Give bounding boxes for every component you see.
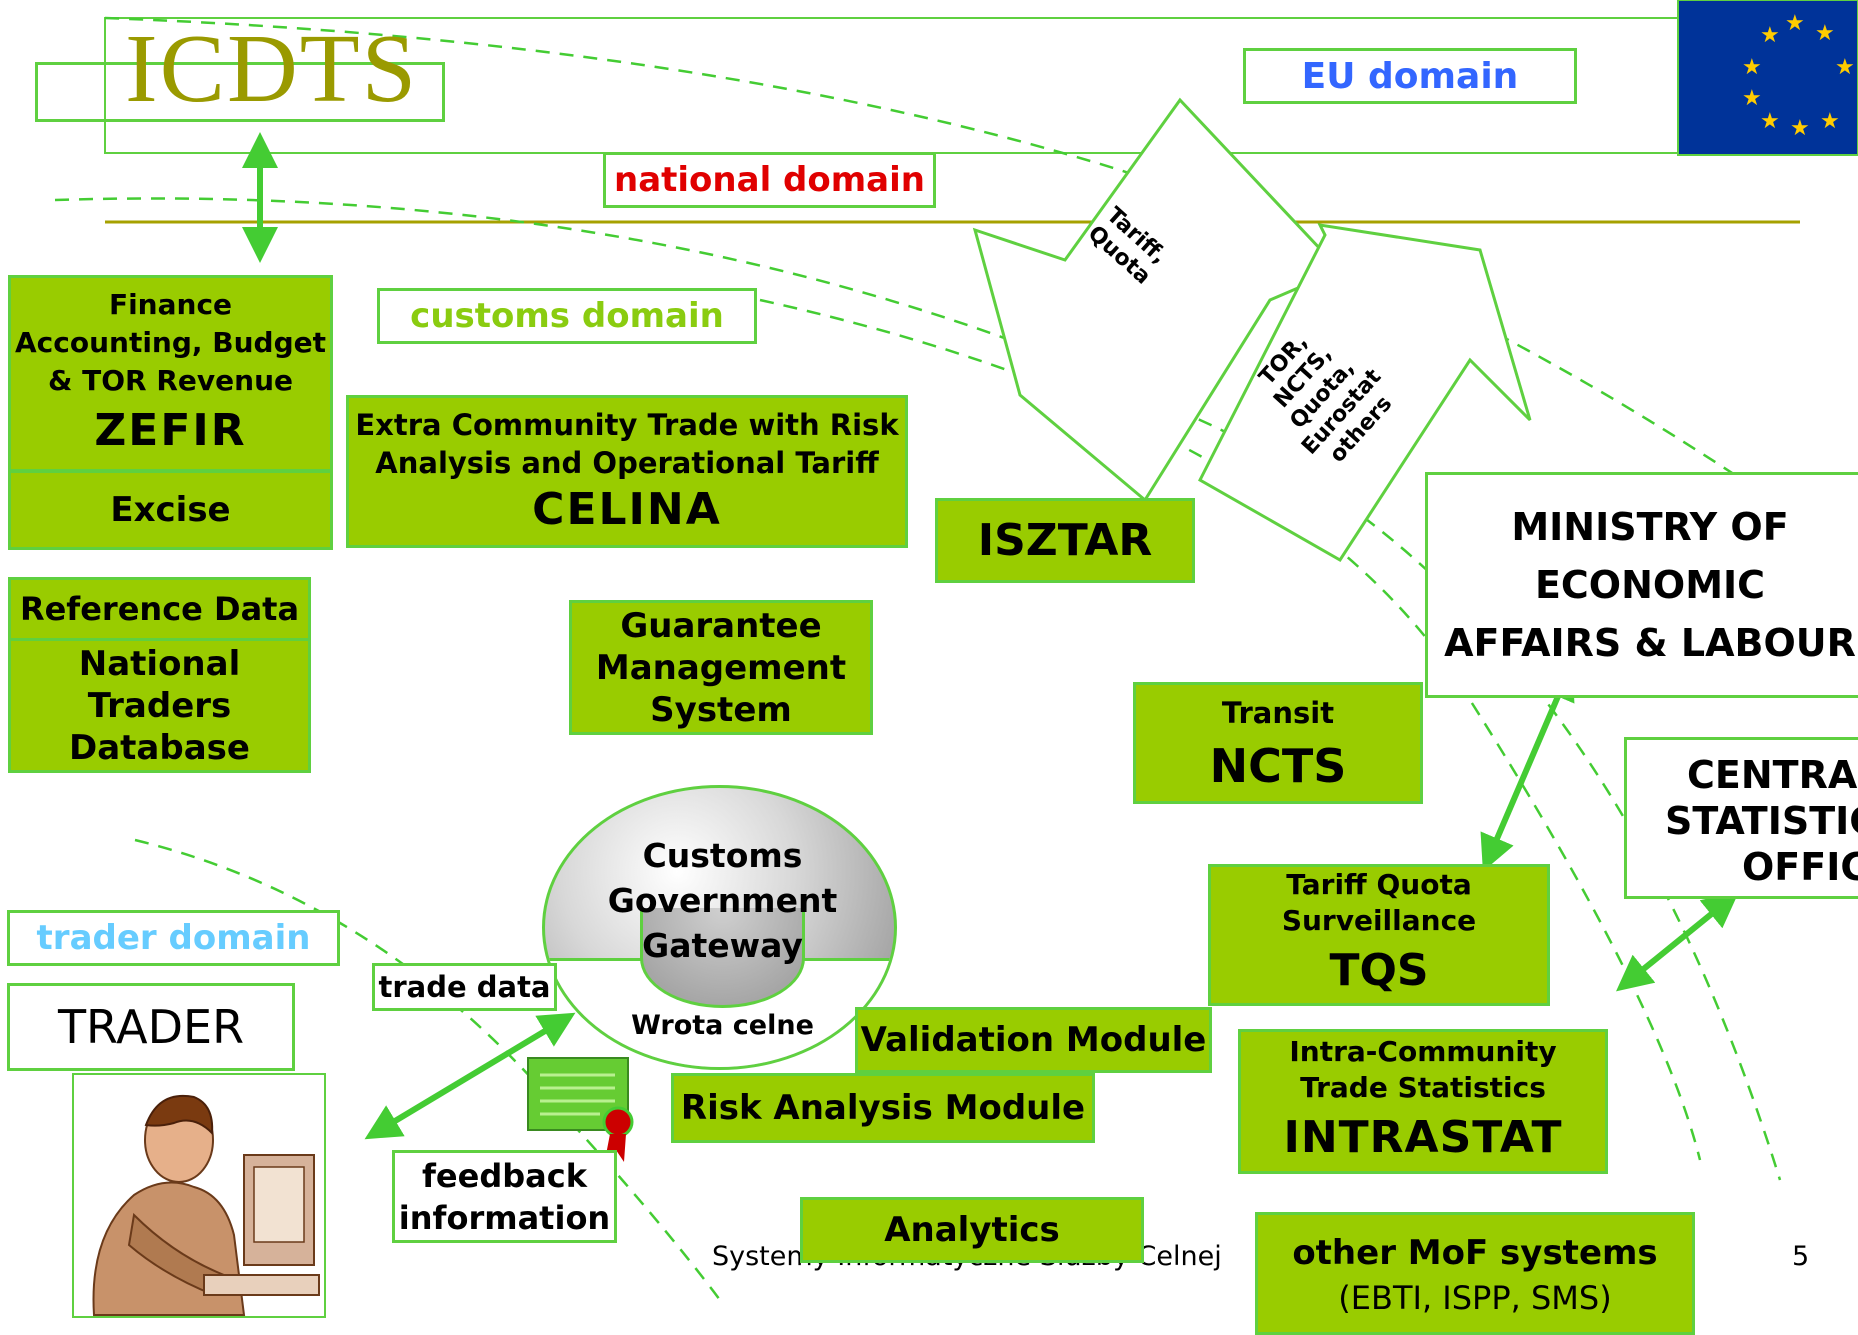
trader-illustration [72, 1073, 326, 1318]
isztar-box: ISZTAR [935, 498, 1195, 583]
svg-text:★: ★ [1742, 55, 1762, 80]
tqs-box: Tariff Quota Surveillance TQS [1208, 864, 1550, 1006]
feedback-info-label: feedback information [392, 1150, 617, 1243]
celina-box: Extra Community Trade with Risk Analysis… [346, 395, 908, 548]
customs-gateway: Customs Government Gateway Wrota celne [542, 785, 897, 1070]
svg-text:★: ★ [1785, 11, 1805, 36]
risk-analysis-module-box: Risk Analysis Module [671, 1073, 1095, 1143]
ncts-box: Transit NCTS [1133, 682, 1423, 804]
gateway-line-3: Gateway [642, 926, 803, 965]
guarantee-box: Guarantee Management System [569, 600, 873, 735]
trade-data-label: trade data [372, 963, 557, 1011]
gateway-line-1: Customs [642, 836, 803, 875]
icdts-logo-text: ICDTS [125, 15, 419, 123]
trader-domain-label: trader domain [7, 910, 340, 966]
other-mof-systems-box: other MoF systems (EBTI, ISPP, SMS) [1255, 1212, 1695, 1335]
svg-text:★: ★ [1742, 86, 1762, 111]
gateway-line-2: Government [607, 881, 838, 920]
central-statistical-office-box: CENTRAL STATISTICAL OFFICE [1624, 737, 1858, 899]
svg-text:★: ★ [1790, 116, 1810, 141]
reference-data-box: Reference Data [8, 577, 311, 641]
icdts-logo [35, 62, 445, 122]
ministry-box: MINISTRY OF ECONOMIC AFFAIRS & LABOUR [1425, 472, 1858, 698]
national-domain-label: national domain [603, 152, 936, 208]
tor-ncts-arrow [1198, 223, 1532, 563]
svg-text:★: ★ [1820, 109, 1840, 134]
customs-domain-label: customs domain [377, 288, 757, 344]
zefir-box: Finance Accounting, Budget & TOR Revenue… [8, 275, 333, 472]
page-number: 5 [1792, 1241, 1810, 1272]
validation-module-box: Validation Module [855, 1007, 1212, 1073]
svg-text:★: ★ [1815, 21, 1835, 46]
excise-box: Excise [8, 470, 333, 550]
trader-box: TRADER [7, 983, 295, 1071]
svg-text:★: ★ [1760, 23, 1780, 48]
svg-text:★: ★ [1835, 55, 1855, 80]
intrastat-box: Intra-Community Trade Statistics INTRAST… [1238, 1029, 1608, 1174]
eu-domain-label: EU domain [1243, 48, 1577, 104]
analytics-box: Analytics [800, 1197, 1144, 1263]
national-traders-box: National Traders Database [8, 638, 311, 773]
eu-flag [1677, 0, 1858, 156]
svg-text:★: ★ [1760, 109, 1780, 134]
gateway-subtitle: Wrota celne [631, 1010, 814, 1041]
